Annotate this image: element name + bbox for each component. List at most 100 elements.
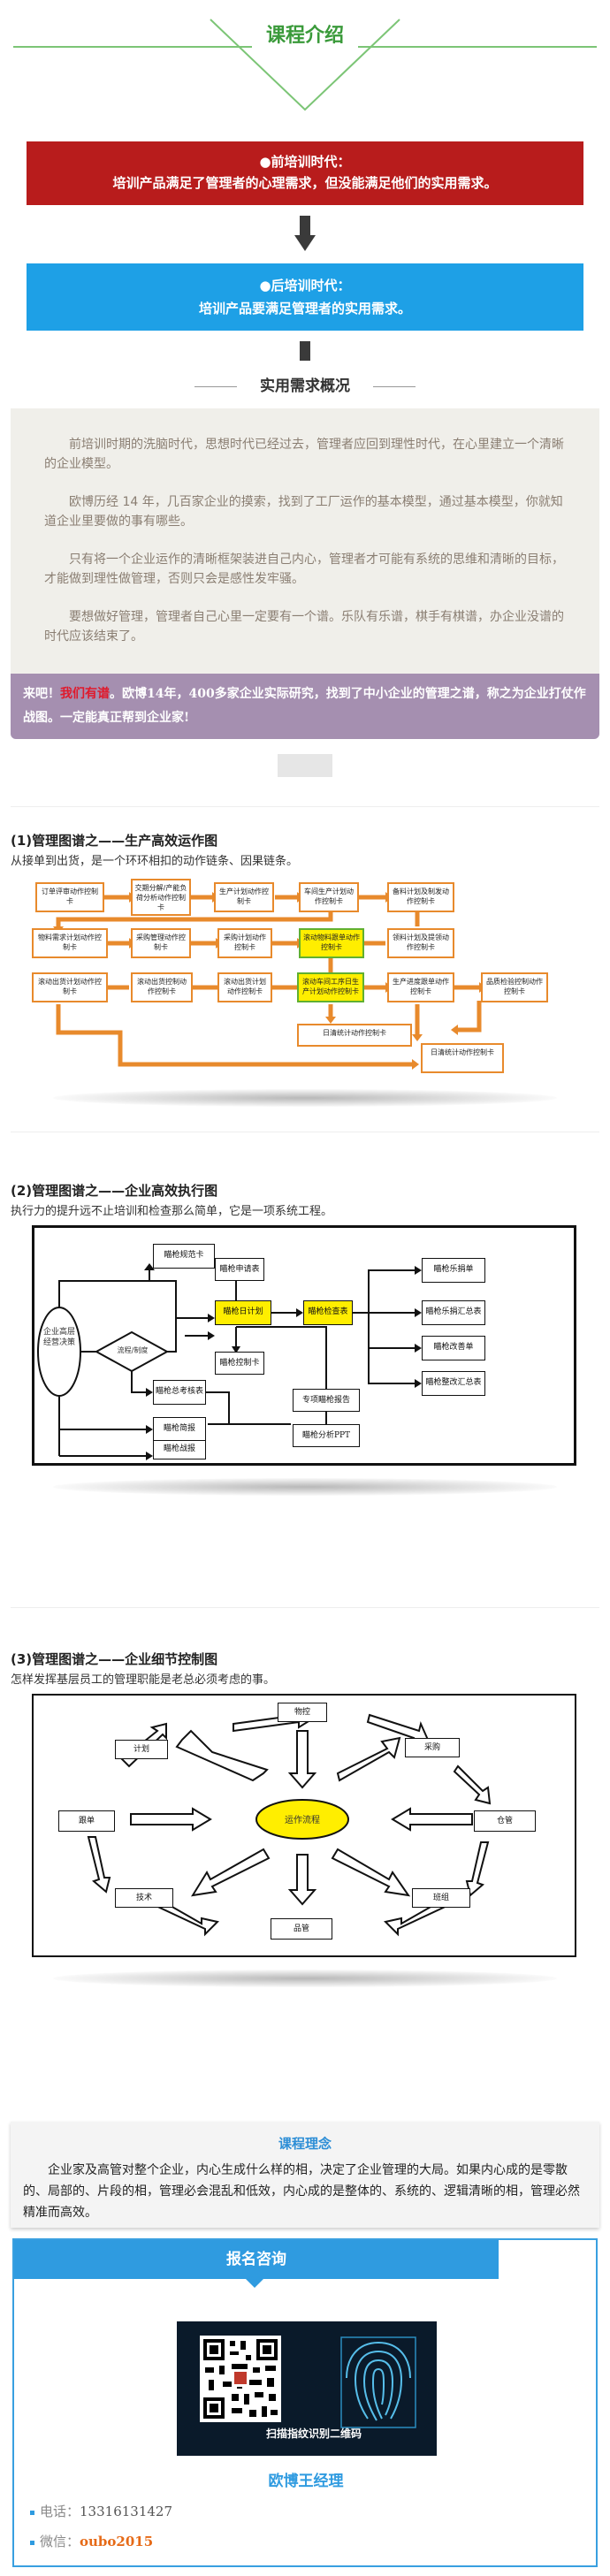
- diagram3: 运作流程 物控 计划 采购 跟单 仓管 技术 品管 班组: [32, 1694, 576, 1957]
- flow-box: 滚动出货控制动作控制卡: [131, 972, 193, 1002]
- exec-node: 专项瞄枪报告: [293, 1389, 360, 1412]
- header-chevron-icon: [210, 19, 400, 111]
- concept-panel: 课程理念 企业家及高管对整个企业，内心生成什么样的相，决定了企业管理的大局。如果…: [11, 2122, 599, 2228]
- exec-node: 瞄枪申请表: [215, 1258, 264, 1281]
- intro-paragraph: 只有将一个企业运作的清晰框架装进自己内心，管理者才可能有系统的思维和清晰的目标，…: [44, 553, 564, 586]
- flow-box: 生产进度跟单动作控制卡: [387, 972, 454, 1002]
- flow-box: 订单评审动作控制卡: [35, 882, 104, 912]
- bullet-icon: [30, 2510, 34, 2515]
- intro-paragraph: 欧博历经 14 年，几百家企业的摸索，找到了工厂运作的基本模型，通过基本模型，你…: [44, 495, 563, 529]
- flow-box: 品质检验控制动作控制卡: [481, 972, 548, 1002]
- diagram2-arrows: [37, 1263, 422, 1460]
- detail-node: 仓管: [474, 1810, 536, 1832]
- diagram3-title: (3)管理图谱之——企业细节控制图: [11, 1651, 218, 1667]
- flow-box-highlight: 滚动物料跟单动作控制卡: [299, 928, 364, 958]
- diagram1: 订单评审动作控制卡 交期分解/产能负荷分析动作控制卡 生产计划动作控制卡 车间生…: [32, 875, 582, 1077]
- exec-node: 瞄枪控制卡: [215, 1352, 264, 1375]
- exec-node: 瞄枪规范卡: [153, 1244, 215, 1269]
- contact-name: 欧博王经理: [268, 2473, 344, 2490]
- diagram2: 企业高层经营决策 瞄枪规范卡 瞄枪申请表 流程/制度 瞄枪日计划 瞄枪检查表 瞄…: [32, 1225, 576, 1466]
- contact-title: 报名咨询: [14, 2240, 499, 2288]
- banner-highlight: 我们有谱: [60, 687, 110, 701]
- exec-node: 企业高层经营决策: [42, 1328, 75, 1347]
- bullet-icon: [30, 2540, 34, 2545]
- flow-box: 滚动出货计划动作控制卡: [217, 972, 272, 1002]
- flow-box: 生产计划动作控制卡: [214, 882, 274, 912]
- phone-line: 电话：13316131427: [30, 2502, 172, 2520]
- detail-node: 计划: [115, 1740, 168, 1759]
- post-training-text: 培训产品要满足管理者的实用需求。: [198, 301, 411, 316]
- exec-node: 瞄枪总考核表: [153, 1380, 206, 1405]
- pre-training-title: ●前培训时代：: [259, 154, 351, 170]
- exec-node: 瞄枪乐捐汇总表: [422, 1300, 485, 1325]
- header-line-left: [13, 46, 252, 48]
- fingerprint-icon: [340, 2336, 416, 2428]
- shadow-divider: [53, 1970, 557, 1987]
- flow-box: 交期分解/产能负荷分析动作控制卡: [131, 879, 191, 916]
- flow-box: 日清统计动作控制卡: [297, 1024, 412, 1047]
- banner-post: 。欧博14年，400多家企业实际研究，找到了中小企业的管理之谱，称之为企业打仗作…: [23, 687, 586, 725]
- flow-box: 领料计划及提领动作控制卡: [387, 928, 454, 958]
- contact-panel: 报名咨询: [12, 2238, 598, 2567]
- diagram3-section: (3)管理图谱之——企业细节控制图 怎样发挥基层员工的管理职能是老总必须考虑的事…: [11, 1650, 599, 1687]
- post-training-title: ●后培训时代：: [259, 278, 351, 293]
- exec-node: 瞄枪乐捐单: [422, 1258, 485, 1283]
- qr-code-image[interactable]: 扫描指纹识别二维码: [177, 2321, 437, 2456]
- shadow-divider: [53, 1089, 557, 1107]
- flow-box: 日清统计动作控制卡: [421, 1043, 504, 1073]
- section-label: 实用需求概况: [194, 373, 416, 400]
- flow-box: 采购管理动作控制卡: [131, 928, 191, 958]
- intro-paragraph: 要想做好管理，管理者自己心里一定要有一个谱。乐队有乐谱，棋手有棋谱，办企业没谱的…: [44, 610, 564, 644]
- qr-code-icon: [200, 2336, 281, 2422]
- detail-center: 运作流程: [285, 1816, 320, 1825]
- flow-box: 物料需求计划动作控制卡: [32, 928, 108, 958]
- exec-node: 瞄枪战报: [153, 1440, 206, 1459]
- diagram1-section: (1)管理图谱之——生产高效运作图 从接单到出货，是一个环环相扣的动作链条、因果…: [11, 831, 599, 868]
- concept-text: 企业家及高管对整个企业，内心生成什么样的相，决定了企业管理的大局。如果内心成的是…: [23, 2163, 580, 2220]
- diagram1-title: (1)管理图谱之——生产高效运作图: [11, 833, 218, 849]
- exec-node: 瞄枪简报: [153, 1417, 206, 1442]
- detail-node: 物控: [278, 1703, 327, 1722]
- detail-node: 跟单: [58, 1810, 115, 1832]
- detail-node: 采购: [405, 1738, 460, 1757]
- shadow-divider: [53, 1478, 557, 1496]
- diagram2-title: (2)管理图谱之——企业高效执行图: [11, 1183, 218, 1199]
- detail-node: 品管: [271, 1918, 332, 1940]
- qr-caption: 扫描指纹识别二维码: [265, 2427, 362, 2440]
- intro-panel: 前培训时期的洗脑时代，思想时代已经过去，管理者应回到理性时代，在心里建立一个清晰…: [11, 408, 599, 674]
- detail-node: 班组: [412, 1888, 470, 1908]
- exec-node: 瞄枪分析PPT: [293, 1424, 360, 1447]
- wechat-line: 微信：oubo2015: [30, 2532, 153, 2550]
- arrow-down-icon: [294, 216, 316, 251]
- exec-node: 瞄枪整改汇总表: [422, 1371, 485, 1396]
- flow-box: 采购计划动作控制卡: [217, 928, 272, 958]
- phone-number[interactable]: 13316131427: [80, 2504, 172, 2519]
- diagram1-subtitle: 从接单到出货，是一个环环相扣的动作链条、因果链条。: [11, 855, 299, 868]
- exec-node: 流程/制度: [117, 1346, 149, 1354]
- detail-node: 技术: [115, 1888, 173, 1908]
- flow-box: 备料计划及制发动作控制卡: [387, 882, 454, 912]
- diagram1-arrows: [53, 892, 486, 1070]
- header: 课程介绍: [0, 0, 610, 115]
- pre-training-box: ●前培训时代： 培训产品满足了管理者的心理需求，但没能满足他们的实用需求。: [27, 141, 583, 205]
- exec-node-highlight: 瞄枪日计划: [215, 1300, 271, 1325]
- concept-title: 课程理念: [278, 2136, 332, 2152]
- exec-node: 瞄枪改善单: [422, 1336, 485, 1360]
- exec-node-highlight: 瞄枪检查表: [303, 1300, 353, 1325]
- header-line-right: [358, 46, 597, 48]
- page-title: 课程介绍: [265, 24, 344, 47]
- flow-box: 滚动出货计划动作控制卡: [32, 972, 108, 1002]
- wechat-id[interactable]: oubo2015: [80, 2534, 154, 2549]
- banner: 来吧！我们有谱。欧博14年，400多家企业实际研究，找到了中小企业的管理之谱，称…: [11, 674, 599, 739]
- diagram2-section: (2)管理图谱之——企业高效执行图 执行力的提升远不止培训和检查那么简单，它是一…: [11, 1181, 599, 1218]
- post-training-box: ●后培训时代： 培训产品要满足管理者的实用需求。: [27, 263, 583, 331]
- flow-box: 车间生产计划动作控制卡: [299, 882, 359, 912]
- diagram2-subtitle: 执行力的提升远不止培训和检查那么简单，它是一项系统工程。: [11, 1205, 333, 1218]
- gray-tab: [278, 754, 332, 777]
- intro-paragraph: 前培训时期的洗脑时代，思想时代已经过去，管理者应回到理性时代，在心里建立一个清晰…: [44, 438, 564, 471]
- banner-pre: 来吧！: [23, 687, 60, 701]
- connector-bar: [300, 341, 310, 361]
- diagram3-subtitle: 怎样发挥基层员工的管理职能是老总必须考虑的事。: [11, 1673, 276, 1687]
- flow-box-highlight: 滚动车间工序日生产计划动作控制卡: [297, 972, 364, 1002]
- pre-training-text: 培训产品满足了管理者的心理需求，但没能满足他们的实用需求。: [112, 175, 498, 191]
